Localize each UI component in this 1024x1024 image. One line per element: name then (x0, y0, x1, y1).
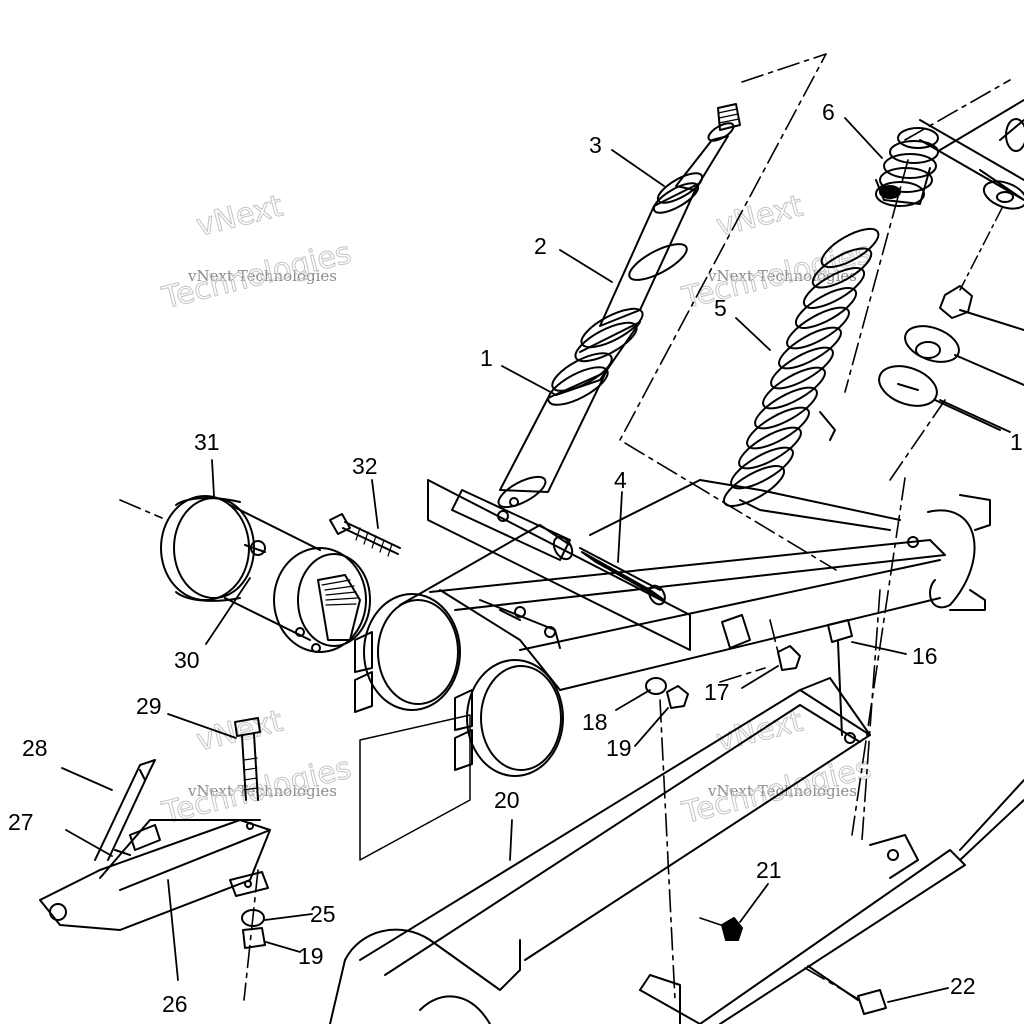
callout-29: 29 (136, 693, 162, 719)
callout-2: 2 (534, 233, 547, 259)
lower-rail-20 (329, 677, 871, 1024)
watermark-small: vNext Technologies (187, 267, 337, 285)
watermark-4: vNext vNext Technologies Technologies (678, 703, 875, 832)
watermark-small: vNext Technologies (187, 782, 337, 800)
watermark-large-top: vNext (713, 189, 807, 244)
callout-25: 25 (310, 901, 336, 927)
watermark-large-bottom: Technologies (158, 235, 354, 316)
watermark-large-top: vNext (193, 189, 287, 244)
clamp-bracket-left (354, 593, 471, 861)
callout-26: 26 (162, 991, 188, 1017)
small-hardware (645, 619, 887, 1015)
coil-spring (722, 227, 880, 507)
watermark-1: vNext vNext Technologies Technologies (158, 188, 355, 317)
hardware-stack (878, 207, 1024, 431)
callout-21: 21 (756, 857, 782, 883)
callout-22: 22 (950, 973, 976, 999)
front-bracket-assembly (39, 759, 271, 931)
callout-6: 6 (822, 99, 835, 125)
callout-4: 4 (614, 467, 627, 493)
bushing-30 (273, 547, 371, 653)
bolt-32 (329, 513, 401, 557)
callout-1: 1 (480, 345, 493, 371)
swing-arm (399, 479, 991, 691)
callout-32: 32 (352, 453, 378, 479)
watermark-2: vNext vNext Technologies Technologies (678, 188, 875, 317)
watermark-large-top: vNext (193, 704, 287, 759)
upper-mount-bracket (919, 99, 1024, 210)
callout-28: 28 (22, 735, 48, 761)
callout-27: 27 (8, 809, 34, 835)
pivot-tube-31 (160, 495, 321, 641)
watermark-small: vNext Technologies (707, 782, 857, 800)
callout-19-lower: 19 (298, 943, 324, 969)
watermark-large-bottom: Technologies (678, 750, 874, 831)
callout-3: 3 (589, 132, 602, 158)
watermark-large-bottom: Technologies (678, 235, 874, 316)
callout-5: 5 (714, 295, 727, 321)
leader-lines (61, 117, 1011, 1003)
callout-30: 30 (174, 647, 200, 673)
clamp-bracket-right (454, 659, 564, 777)
washer-25-and-nut-19 (241, 909, 266, 949)
lower-right-frame (639, 779, 1024, 1024)
callout-16: 16 (912, 643, 938, 669)
bolt-29 (234, 717, 261, 801)
bump-stop (875, 127, 939, 207)
callout-19: 19 (606, 735, 632, 761)
callout-17: 17 (704, 679, 730, 705)
callout-18: 18 (582, 709, 608, 735)
callout-31: 31 (194, 429, 220, 455)
callout-1-right: 1 (1010, 429, 1023, 455)
callout-20: 20 (494, 787, 520, 813)
callout-labels: 1 1 2 3 4 5 6 16 17 18 19 19 20 21 22 25… (8, 99, 1023, 1017)
shock-absorber (451, 103, 741, 561)
